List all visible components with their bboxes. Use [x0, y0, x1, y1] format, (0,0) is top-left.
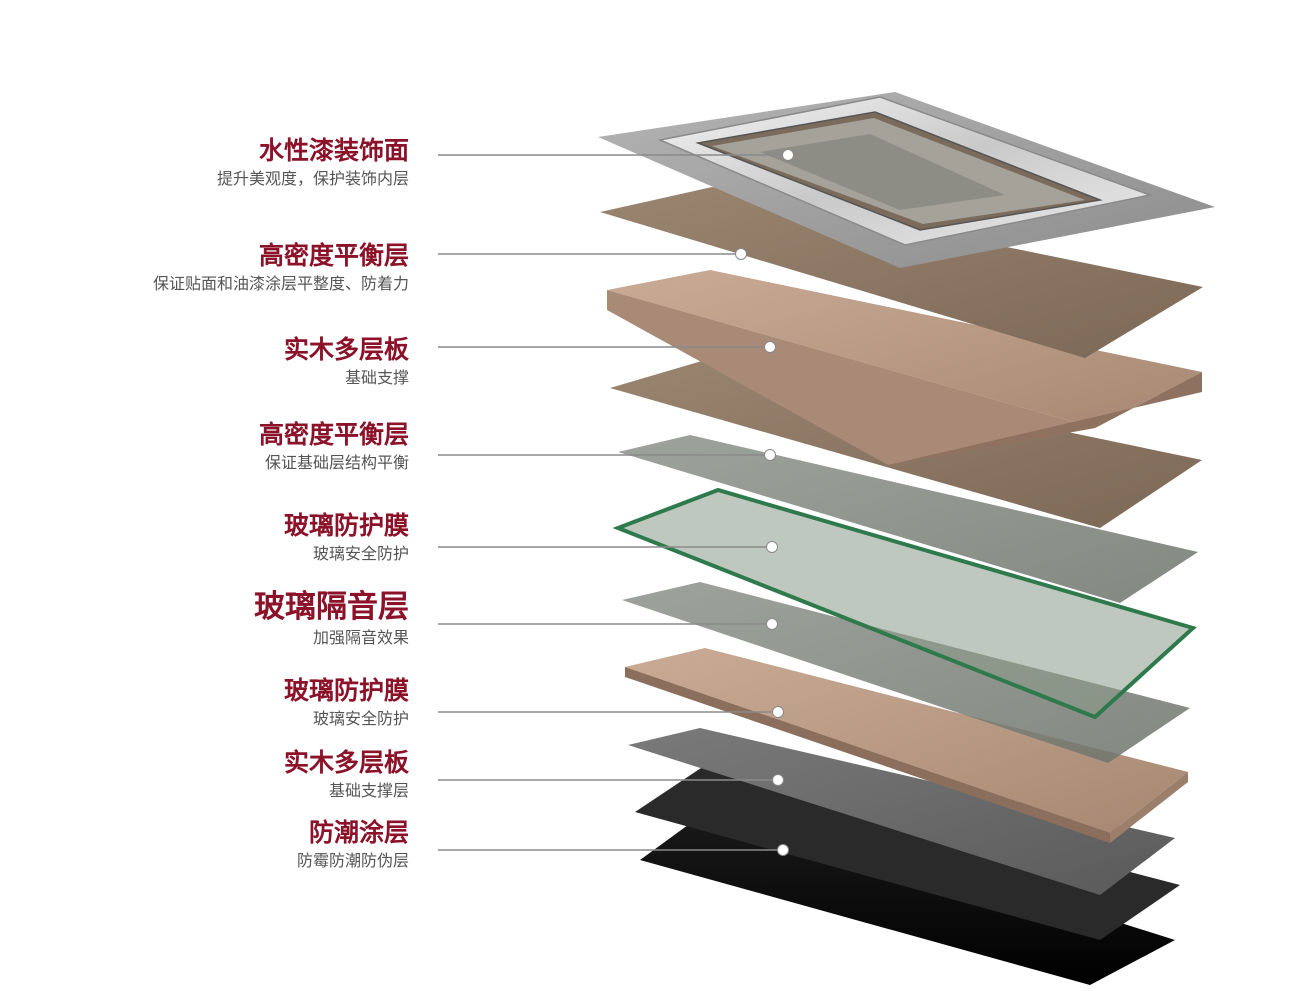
- layer-title: 高密度平衡层: [258, 420, 409, 449]
- bottom-plywood-layer: [625, 648, 1188, 833]
- glass-soundproof-edge: [612, 487, 1197, 720]
- layer-subtitle: 保证基础层结构平衡: [264, 453, 409, 472]
- layer-label-5: 玻璃防护膜 玻璃安全防护: [284, 511, 409, 564]
- layer-label-3: 实木多层板 基础支撑: [284, 335, 409, 388]
- bottom-plywood-edge: [625, 667, 1110, 843]
- layer-label-8: 实木多层板 基础支撑层: [284, 748, 409, 801]
- layer-title: 防潮涂层: [308, 818, 409, 847]
- layer-title: 实木多层板: [283, 748, 409, 777]
- shadow-layer: [635, 762, 1180, 940]
- layer-title: 玻璃防护膜: [283, 676, 409, 705]
- leader-lines: [438, 154, 788, 851]
- layer-subtitle: 基础支撑层: [328, 781, 409, 800]
- layer-title: 玻璃防护膜: [283, 511, 409, 540]
- layer-title: 玻璃隔音层: [254, 589, 409, 625]
- layer-label-7: 玻璃防护膜 玻璃安全防护: [284, 676, 409, 729]
- layer-label-2: 高密度平衡层 保证贴面和油漆涂层平整度、防着力: [153, 241, 409, 294]
- upper-glass-film-layer: [618, 435, 1198, 603]
- upper-plywood-layer: [607, 270, 1202, 428]
- layer-subtitle: 提升美观度，保护装饰内层: [216, 169, 409, 188]
- bottom-plywood-side: [1110, 772, 1188, 843]
- upper-plywood-edge: [607, 290, 1095, 465]
- layer-subtitle: 加强隔音效果: [312, 628, 409, 647]
- layer-subtitle: 防霉防潮防伪层: [296, 851, 409, 870]
- layer-title: 水性漆装饰面: [258, 136, 409, 165]
- layer-label-1: 水性漆装饰面 提升美观度，保护装饰内层: [217, 136, 409, 189]
- door-inner-panel: [760, 134, 1005, 210]
- layer-label-9: 防潮涂层 防霉防潮防伪层: [297, 818, 409, 871]
- layer-label-6: 玻璃隔音层 加强隔音效果: [254, 589, 409, 648]
- layer-title: 实木多层板: [283, 335, 409, 364]
- layer-label-4: 高密度平衡层 保证基础层结构平衡: [259, 420, 409, 473]
- layer-subtitle: 基础支撑: [344, 368, 409, 387]
- layer-subtitle: 玻璃安全防护: [312, 709, 409, 728]
- layer-subtitle: 玻璃安全防护: [312, 544, 409, 563]
- leader-dots: [735, 149, 794, 856]
- lower-glass-film-layer: [622, 582, 1190, 763]
- layer-title: 高密度平衡层: [258, 241, 409, 270]
- layer-subtitle: 保证贴面和油漆涂层平整度、防着力: [152, 274, 409, 293]
- moisture-coating-layer: [628, 728, 1175, 895]
- upper-balance-layer: [600, 187, 1203, 358]
